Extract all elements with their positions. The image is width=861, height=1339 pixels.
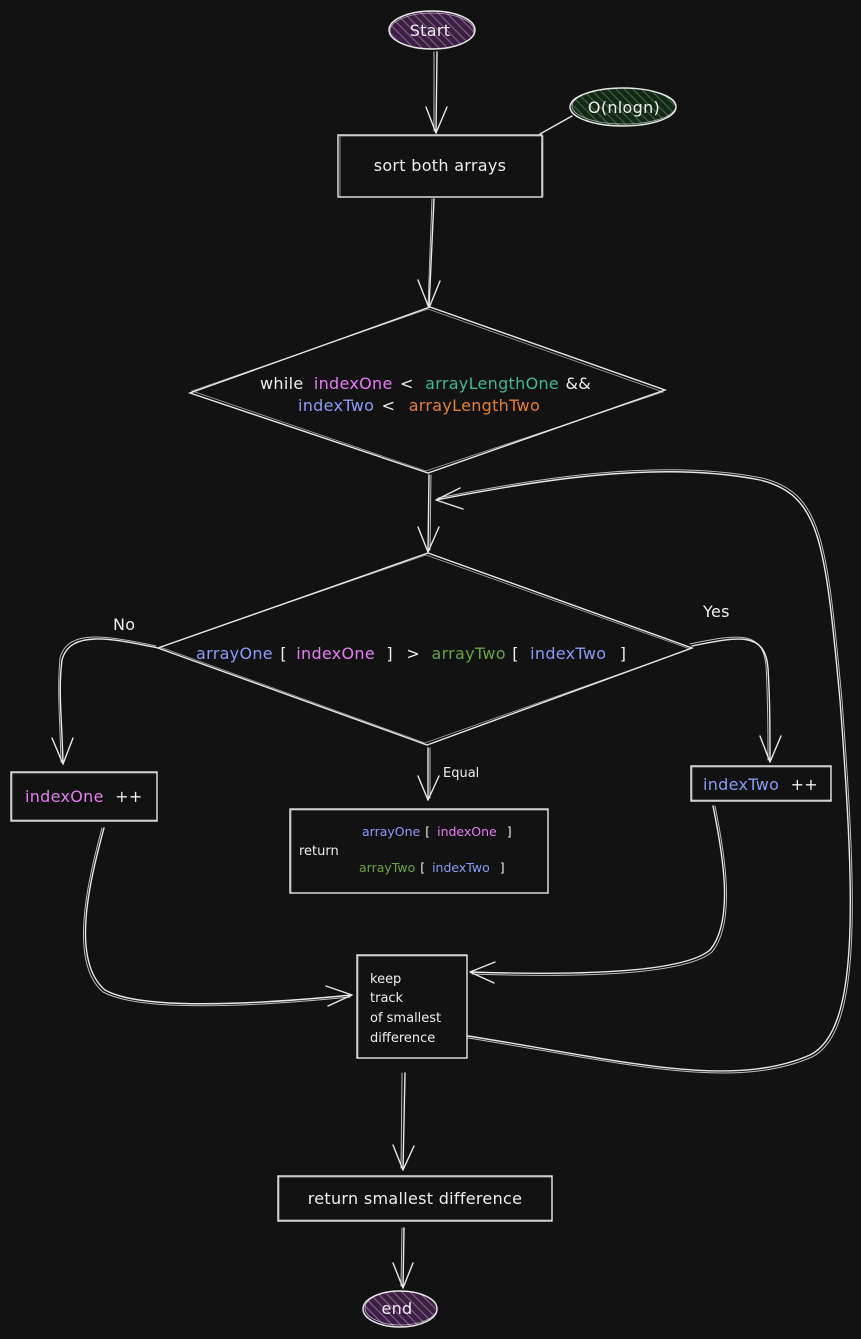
arrow-yes-branch: Yes [689,602,782,763]
increment-two-box[interactable]: indexTwo ++ [690,765,832,802]
keep-track-box[interactable]: keep track of smallest difference [356,954,468,1059]
return-equal-array-one: arrayOne [362,824,421,839]
end-terminal[interactable]: end [362,1290,438,1328]
increment-one-label: indexOne ++ [25,787,143,806]
return-equal-open-one: [ [425,824,430,839]
return-equal-keyword: return [299,844,339,859]
return-equal-close-two: ] [500,860,505,875]
compare-index-two: indexTwo [530,644,606,663]
compare-expression: arrayOne [ indexOne ] > arrayTwo [ index… [196,644,626,663]
compare-close-two: ] [620,644,627,663]
increment-one-box[interactable]: indexOne ++ [10,771,158,822]
return-equal-open-two: [ [420,860,425,875]
while-and: && [565,374,591,393]
end-label: end [381,1299,412,1318]
while-index-two: indexTwo [298,396,374,415]
increment-two-var: indexTwo [703,775,779,794]
compare-array-one: arrayOne [196,644,273,663]
arrow-track-to-return [392,1072,415,1171]
compare-gt: > [406,644,420,663]
while-condition-line1: while indexOne < arrayLengthOne && [260,374,591,393]
return-equal-index-one: indexOne [437,824,497,839]
return-equal-line2: arrayTwo [ indexTwo ] [359,860,505,875]
return-equal-close-one: ] [507,824,512,839]
while-lt-one: < [400,374,414,393]
compare-open-one: [ [280,644,287,663]
return-smallest-box[interactable]: return smallest difference [277,1175,553,1222]
arrow-while-to-compare [417,474,440,553]
arrow-inc-two-to-track [469,805,727,984]
compare-decision[interactable]: arrayOne [ indexOne ] > arrayTwo [ index… [155,552,695,746]
arrow-start-to-sort [425,51,448,134]
increment-one-op: ++ [115,787,142,806]
increment-two-op: ++ [791,775,818,794]
compare-close-one: ] [386,644,393,663]
sort-label: sort both arrays [374,156,507,175]
label-no: No [113,615,135,634]
label-equal: Equal [443,766,479,781]
complexity-note[interactable]: O(nlogn) [539,87,677,135]
increment-two-label: indexTwo ++ [703,775,818,794]
arrow-equal-branch: Equal [417,747,479,801]
compare-array-two: arrayTwo [431,644,505,663]
return-equal-index-two: indexTwo [432,860,490,875]
sort-box[interactable]: sort both arrays [337,134,544,198]
arrow-sort-to-while [417,198,441,309]
return-equal-line1: arrayOne [ indexOne ] [362,824,512,839]
while-condition-line2: indexTwo < arrayLengthTwo [298,396,540,415]
while-length-two: arrayLengthTwo [409,396,540,415]
label-yes: Yes [702,602,730,621]
complexity-label: O(nlogn) [588,98,660,117]
arrow-loop-back [435,469,853,1074]
return-equal-box[interactable]: return arrayOne [ indexOne ] arrayTwo [ … [289,808,549,894]
arrow-return-to-end [392,1227,414,1289]
keep-track-line4: difference [370,1031,435,1046]
keep-track-line2: track [370,991,404,1006]
while-decision[interactable]: while indexOne < arrayLengthOne && index… [187,306,668,474]
increment-one-var: indexOne [25,787,104,806]
while-keyword: while [260,374,303,393]
while-lt-two: < [382,396,396,415]
arrow-no-branch: No [51,615,159,765]
start-label: Start [410,21,451,40]
return-smallest-label: return smallest difference [308,1189,523,1208]
compare-open-two: [ [512,644,519,663]
return-equal-array-two: arrayTwo [359,860,415,875]
keep-track-line3: of smallest [370,1011,441,1026]
while-length-one: arrayLengthOne [425,374,559,393]
keep-track-line1: keep [370,972,401,987]
start-terminal[interactable]: Start [388,10,476,50]
arrow-inc-one-to-track [83,827,353,1007]
while-index-one: indexOne [314,374,393,393]
compare-index-one: indexOne [296,644,375,663]
